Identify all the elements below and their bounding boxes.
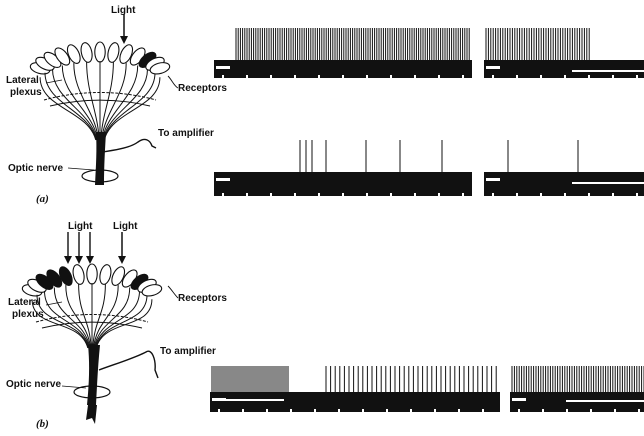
trace-gap-line xyxy=(566,400,644,402)
lateral-label-b: Lateral xyxy=(8,298,41,308)
time-tick xyxy=(542,409,544,412)
stimulus-marker xyxy=(214,399,284,401)
time-tick xyxy=(482,409,484,412)
time-tick xyxy=(590,409,592,412)
time-tick xyxy=(434,409,436,412)
ommatidium xyxy=(87,264,97,284)
electrode-wire-b xyxy=(99,351,158,378)
light-group-label-b: Light xyxy=(68,222,92,232)
time-tick xyxy=(458,409,460,412)
time-tick xyxy=(566,409,568,412)
time-tick xyxy=(290,409,292,412)
time-tick xyxy=(362,409,364,412)
time-tick xyxy=(338,409,340,412)
time-tick xyxy=(218,409,220,412)
time-tick xyxy=(266,409,268,412)
stimulus-marker xyxy=(512,398,526,401)
panel-tag-b: (b) xyxy=(36,418,49,430)
recording-trace-b1 xyxy=(210,366,644,412)
receptors-label-b: Receptors xyxy=(178,294,227,304)
ommatidium xyxy=(71,264,85,286)
optic-nerve-label-b: Optic nerve xyxy=(6,380,61,390)
plexus-label-b: plexus xyxy=(12,310,44,320)
time-tick xyxy=(614,409,616,412)
receptor-fan-b xyxy=(21,264,163,348)
light-single-label-b: Light xyxy=(113,222,137,232)
light-arrow-single-b xyxy=(118,232,126,264)
light-arrow-group-b xyxy=(64,232,94,264)
time-tick xyxy=(638,409,640,412)
nerve-fiber xyxy=(45,291,90,348)
time-tick xyxy=(386,409,388,412)
time-tick xyxy=(314,409,316,412)
to-amplifier-label-b: To amplifier xyxy=(160,347,216,357)
time-tick xyxy=(518,409,520,412)
time-tick xyxy=(242,409,244,412)
time-tick xyxy=(410,409,412,412)
trace-baseline xyxy=(210,392,500,412)
ommatidium xyxy=(98,264,112,286)
nerve-fiber xyxy=(95,291,140,348)
optic-nerve-bundle-b xyxy=(74,345,110,424)
